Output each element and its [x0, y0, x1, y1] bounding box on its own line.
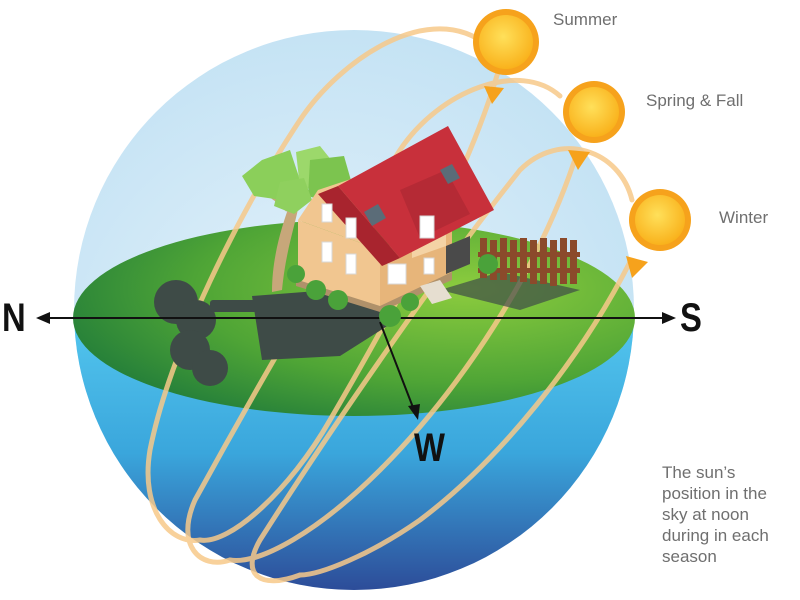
summer-label: Summer [553, 10, 618, 29]
south-arrow-icon [662, 312, 676, 324]
shadows [154, 272, 580, 386]
spring-fall-path-front [227, 147, 581, 563]
south-label: S [680, 296, 702, 340]
fence-shadow [440, 272, 580, 310]
summer-path-front [197, 69, 501, 543]
north-label: N [2, 296, 26, 340]
compass [36, 312, 676, 420]
sun-summer-icon [473, 9, 539, 75]
summer-path [145, 26, 491, 543]
house-shadow [252, 290, 400, 360]
summer-arrow-icon [484, 86, 504, 104]
sun-paths [145, 26, 635, 584]
west-axis [379, 321, 415, 411]
west-arrow-icon [408, 404, 420, 420]
sun-winter-icon [629, 189, 691, 251]
west-label: W [414, 426, 445, 470]
tree-shadow [154, 280, 270, 386]
sun-spring-fall-icon [563, 81, 625, 143]
winter-arrow-icon [626, 256, 648, 278]
winter-path-front [297, 259, 633, 578]
north-arrow-icon [36, 312, 50, 324]
winter-label: Winter [719, 208, 769, 227]
path-arrows [484, 86, 648, 278]
spring-fall-arrow-icon [568, 150, 590, 170]
spring-fall-label: Spring & Fall [646, 91, 744, 110]
bushes [287, 254, 498, 327]
diagram-caption: The sun’s position in the sky at noon du… [662, 463, 769, 566]
